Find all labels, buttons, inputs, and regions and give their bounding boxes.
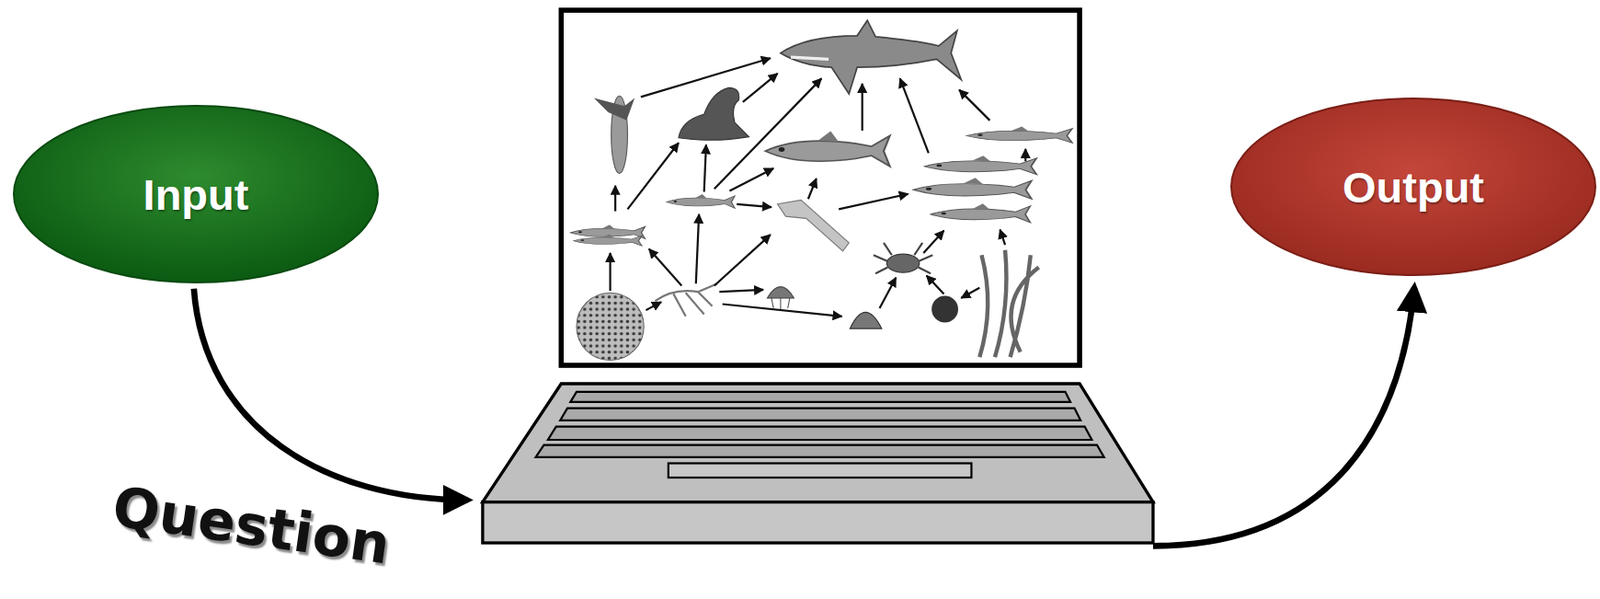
kelp-icon [979,250,1039,357]
feeding-arrow [704,144,707,192]
feeding-arrow [627,142,678,209]
node-label: Output [1342,161,1485,213]
shark-icon [790,57,829,59]
feeding-arrow [722,303,843,316]
fish-icon [913,177,1032,199]
feeding-arrow [861,83,864,131]
fish-icon [924,155,1037,174]
flow-arrow [194,288,468,501]
key-row [548,426,1092,440]
feeding-arrow [923,230,944,253]
laptop-slab [482,502,1154,543]
krill-icon [654,283,718,316]
scallop-icon [849,311,881,329]
feeding-arrow [742,73,778,103]
feeding-arrow [608,252,611,291]
laptop-base [482,383,1154,503]
feeding-arrow [926,274,945,294]
tuna-icon [765,131,890,167]
feeding-arrow [714,234,771,286]
fish-icon [666,194,735,208]
feeding-arrow [960,287,980,298]
feeding-arrow [649,249,683,286]
flow-arrow [1153,287,1415,547]
crab-icon [873,242,933,274]
jellyfish-icon [766,286,794,298]
question-label: Question [108,473,394,577]
crab-icon [886,253,920,273]
albatross-icon [594,97,635,120]
fish-icon [966,125,1073,143]
feeding-arrow [838,194,908,210]
shark-icon [780,20,961,94]
feeding-arrow [1024,148,1027,161]
feeding-arrow [900,78,929,153]
food-web-arrows [610,57,1027,317]
ellipse-outline [13,105,378,283]
mussel-icon [931,296,959,323]
ellipse-node: Input [11,103,380,285]
feeding-arrow [959,90,990,121]
node-text-holder: Output [1229,96,1598,277]
key-row [560,408,1081,421]
key-row [570,391,1071,402]
feeding-arrow [729,168,774,191]
feeding-arrow [640,57,771,97]
feeding-arrow [736,204,772,207]
ellipse-outline [1231,98,1596,275]
squid-icon [777,199,850,251]
feeding-arrow [719,289,764,292]
key-row [536,445,1105,458]
node-text-holder: Input [11,103,380,285]
fish-icon [573,234,642,247]
feeding-arrow [696,214,699,284]
plankton-icon [576,292,644,360]
trackpad [668,462,972,478]
fish-icon [930,203,1030,222]
sealion-icon [678,87,750,140]
feeding-arrow [880,277,897,309]
feeding-arrow [808,178,817,199]
feeding-arrow [645,301,662,310]
node-label: Input [143,169,250,220]
feeding-arrow [1000,229,1006,246]
laptop-screen [560,10,1080,366]
feeding-arrow [614,185,617,212]
ellipse-node: Output [1229,96,1598,277]
